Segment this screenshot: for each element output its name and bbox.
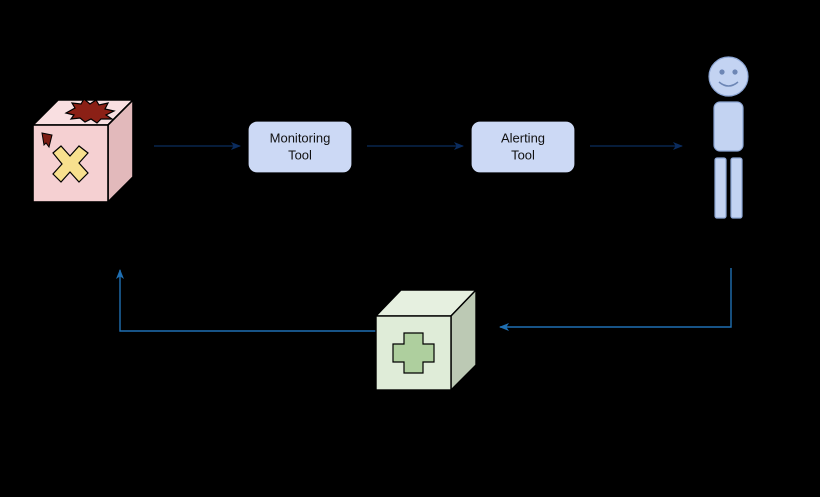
failing-server-cube[interactable] [31,98,135,204]
alerting-tool-box[interactable]: Alerting Tool [470,120,576,174]
on-call-person-figure[interactable] [708,56,749,219]
error-x-mark-icon [52,145,89,183]
person-eye-left-icon [719,69,725,75]
remediation-cube[interactable] [374,288,478,392]
person-smile-icon [718,81,739,87]
plus-mark-icon [392,332,435,374]
edge-layer [116,142,732,332]
monitoring-tool-rect [247,120,353,174]
person-head-icon [708,56,749,97]
monitoring-tool-box[interactable]: Monitoring Tool [247,120,353,174]
arrow-person-to-remediation[interactable] [499,268,732,331]
crack-shard-icon [41,132,53,149]
explosion-burst-icon [64,98,116,124]
person-eye-right-icon [732,69,738,75]
person-leg-right-icon [730,157,743,219]
alerting-tool-rect [470,120,576,174]
person-body-icon [713,101,744,152]
person-leg-left-icon [714,157,727,219]
arrow-remediation-to-server[interactable] [116,269,376,332]
